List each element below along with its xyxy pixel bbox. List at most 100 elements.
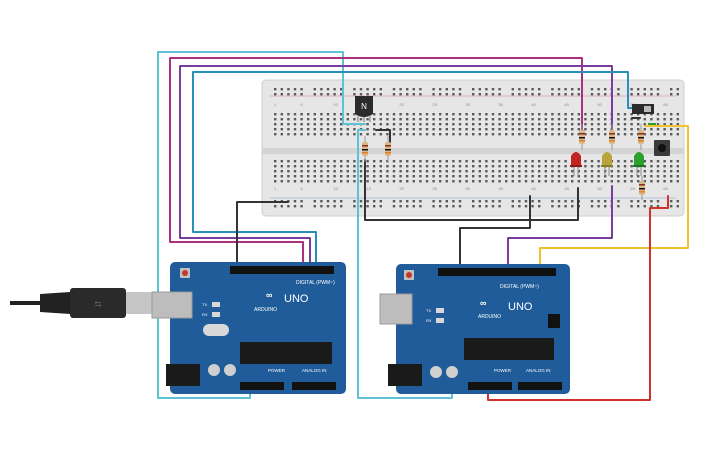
- usb-cable[interactable]: ⇆: [10, 288, 156, 318]
- breadboard-hole: [452, 205, 455, 208]
- breadboard-hole: [326, 133, 330, 136]
- arduino-uno-right[interactable]: DIGITAL (PWM~) ∞ UNO ARDUINO POWER ANALO…: [379, 264, 570, 394]
- breadboard-hole: [663, 133, 666, 136]
- breadboard-hole: [287, 165, 290, 168]
- led-yellow[interactable]: [601, 152, 613, 176]
- breadboard-hole: [557, 113, 561, 116]
- breadboard-column-number: 30: [465, 186, 470, 191]
- breadboard-hole: [458, 165, 462, 168]
- breadboard-hole: [623, 175, 627, 178]
- digital-label-right: DIGITAL (PWM~): [500, 284, 539, 290]
- breadboard-hole: [274, 123, 277, 126]
- wire-black-mid: [364, 159, 579, 221]
- breadboard-hole: [320, 160, 323, 163]
- npn-transistor[interactable]: N: [355, 96, 373, 122]
- breadboard-hole: [313, 175, 316, 178]
- breadboard-hole: [498, 205, 501, 208]
- breadboard-hole: [564, 160, 567, 163]
- push-button[interactable]: [654, 140, 670, 156]
- breadboard-hole: [604, 123, 607, 126]
- breadboard-hole: [485, 205, 488, 208]
- breadboard-hole: [300, 205, 303, 208]
- breadboard-hole: [465, 123, 468, 126]
- resistor-green-led[interactable]: [638, 124, 644, 150]
- breadboard-hole: [412, 165, 415, 168]
- breadboard-hole: [663, 170, 666, 173]
- breadboard-hole: [630, 118, 633, 121]
- resistor-button[interactable]: [639, 176, 645, 200]
- breadboard-hole: [551, 118, 554, 121]
- analog-header-left: [292, 382, 336, 390]
- breadboard-hole: [333, 123, 336, 126]
- breadboard-hole: [445, 175, 448, 178]
- breadboard-hole: [373, 128, 376, 131]
- breadboard-hole: [445, 88, 448, 91]
- resistor-1[interactable]: [362, 136, 368, 162]
- resistor-red-led[interactable]: [579, 124, 585, 150]
- breadboard-hole: [274, 118, 277, 121]
- breadboard-hole: [439, 165, 442, 168]
- breadboard-hole: [491, 88, 495, 91]
- breadboard-hole: [557, 133, 561, 136]
- led-green[interactable]: [633, 152, 645, 176]
- breadboard-hole: [643, 133, 646, 136]
- breadboard-hole: [439, 93, 442, 96]
- breadboard-hole: [313, 165, 316, 168]
- breadboard-hole: [373, 170, 376, 173]
- breadboard-hole: [590, 205, 594, 208]
- breadboard-hole: [656, 128, 660, 131]
- breadboard-hole: [445, 113, 448, 116]
- breadboard-hole: [571, 88, 574, 91]
- breadboard-hole: [478, 160, 481, 163]
- resistor-yellow-led[interactable]: [609, 124, 615, 150]
- arduino-uno-left[interactable]: DIGITAL (PWM~) ∞ UNO ARDUINO POWER ANALO…: [151, 262, 346, 394]
- breadboard-hole: [399, 160, 402, 163]
- breadboard-hole: [439, 113, 442, 116]
- breadboard[interactable]: 1155101015152020252530303535404045455050…: [261, 79, 685, 217]
- breadboard-hole: [458, 180, 462, 183]
- breadboard-hole: [531, 113, 534, 116]
- breadboard-hole: [359, 133, 363, 136]
- breadboard-hole: [577, 133, 580, 136]
- breadboard-hole: [439, 160, 442, 163]
- breadboard-hole: [524, 175, 528, 178]
- breadboard-hole: [379, 165, 382, 168]
- resistor-2[interactable]: [385, 136, 391, 162]
- breadboard-hole: [676, 200, 679, 203]
- breadboard-hole: [498, 128, 501, 131]
- breadboard-hole: [498, 175, 501, 178]
- breadboard-hole: [564, 133, 567, 136]
- breadboard-hole: [359, 180, 363, 183]
- breadboard-hole: [326, 128, 330, 131]
- breadboard-hole: [412, 133, 415, 136]
- breadboard-hole: [590, 133, 594, 136]
- breadboard-hole: [643, 200, 646, 203]
- breadboard-hole: [485, 160, 488, 163]
- breadboard-hole: [313, 205, 316, 208]
- breadboard-hole: [307, 160, 310, 163]
- breadboard-hole: [604, 180, 607, 183]
- breadboard-hole: [564, 123, 567, 126]
- breadboard-hole: [287, 205, 290, 208]
- breadboard-hole: [353, 88, 356, 91]
- breadboard-hole: [392, 170, 396, 173]
- breadboard-hole: [498, 200, 501, 203]
- slide-switch[interactable]: [632, 104, 654, 114]
- breadboard-hole: [353, 180, 356, 183]
- breadboard-hole: [412, 113, 415, 116]
- breadboard-hole: [584, 123, 587, 126]
- breadboard-hole: [293, 93, 297, 96]
- breadboard-hole: [597, 133, 600, 136]
- breadboard-hole: [458, 160, 462, 163]
- led-red[interactable]: [570, 152, 582, 176]
- arduino-logo-icon: ∞: [480, 298, 487, 308]
- breadboard-hole: [505, 160, 508, 163]
- breadboard-hole: [439, 170, 442, 173]
- breadboard-hole: [604, 205, 607, 208]
- breadboard-hole: [518, 113, 521, 116]
- breadboard-hole: [557, 205, 561, 208]
- breadboard-hole: [439, 123, 442, 126]
- breadboard-hole: [637, 118, 640, 121]
- breadboard-hole: [511, 160, 514, 163]
